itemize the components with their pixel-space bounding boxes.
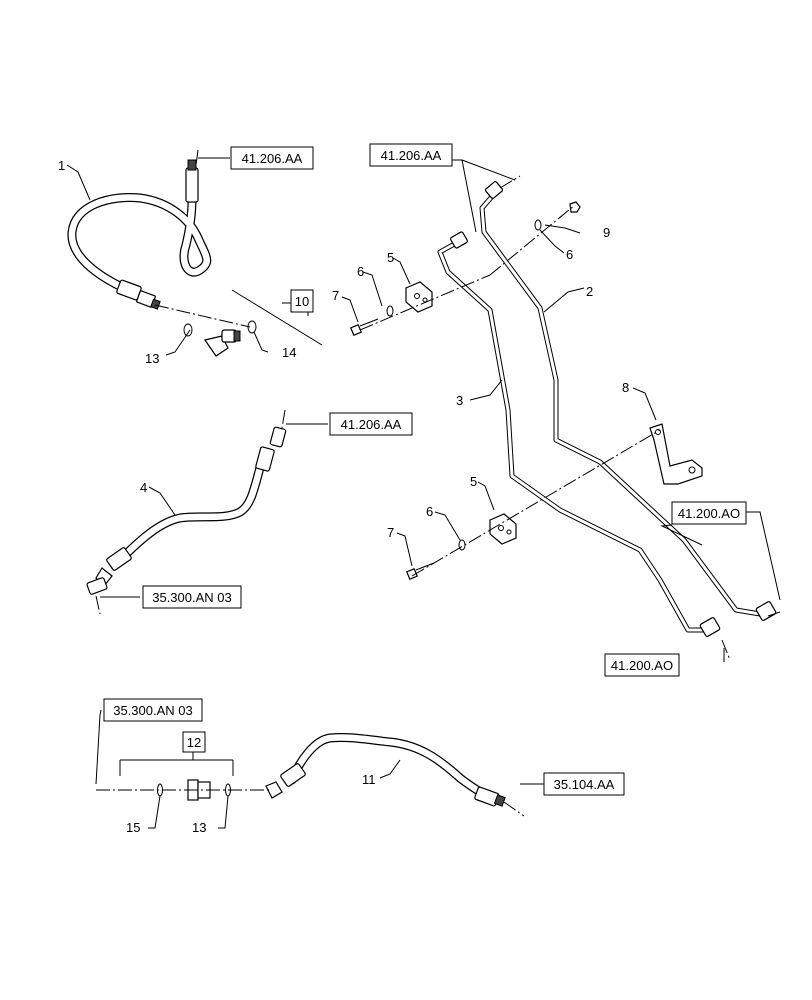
hose-1 [67,159,212,310]
svg-text:10: 10 [295,294,309,309]
callout-9: 9 [603,225,610,240]
callout-14: 14 [282,345,296,360]
callout-5b: 5 [470,474,477,489]
bolt-7-upper [350,318,379,336]
ref-box-1[interactable]: 41.206.AA [230,146,314,170]
washer-6-right [534,219,542,231]
callout-5a: 5 [387,250,394,265]
tube-2 [479,181,777,621]
ref-box-4[interactable]: 35.300.AN 03 [142,585,242,609]
callout-7a: 7 [332,288,339,303]
callout-6c: 6 [426,504,433,519]
callout-15: 15 [126,820,140,835]
callout-13b: 13 [192,820,206,835]
callout-11: 11 [362,772,376,787]
callout-2: 2 [586,284,593,299]
hose-11 [265,733,506,807]
callout-10-box[interactable]: 10 [290,289,314,313]
ref-box-3[interactable]: 41.206.AA [329,412,413,436]
bracket-8 [649,423,703,485]
washer-6-upper [386,305,394,317]
svg-text:35.104.AA: 35.104.AA [554,777,615,792]
svg-text:12: 12 [187,735,201,750]
tube-3 [437,231,721,637]
nut-9 [569,201,581,213]
centerlines [95,149,781,817]
ref-box-7[interactable]: 35.300.AN 03 [103,698,203,722]
callout-labels: 1 2 3 4 5 5 6 6 6 7 7 8 9 11 13 13 14 15 [58,158,629,835]
svg-text:41.200.AO: 41.200.AO [611,658,673,673]
callout-13a: 13 [145,351,159,366]
svg-text:41.206.AA: 41.206.AA [341,417,402,432]
bolt-7-lower [406,562,435,580]
callout-4: 4 [140,480,147,495]
clamp-5-upper [405,281,433,313]
callout-7b: 7 [387,525,394,540]
ref-box-2[interactable]: 41.206.AA [369,143,453,167]
hose-4 [86,426,287,595]
svg-text:35.300.AN 03: 35.300.AN 03 [152,590,232,605]
callout-6a: 6 [357,264,364,279]
callout-8: 8 [622,380,629,395]
clamp-5-lower [489,513,517,545]
ref-box-5[interactable]: 41.200.AO [671,501,747,525]
callout-1: 1 [58,158,65,173]
svg-text:41.206.AA: 41.206.AA [242,151,303,166]
callout-12-box[interactable]: 12 [182,731,206,753]
svg-text:41.206.AA: 41.206.AA [381,148,442,163]
svg-text:41.200.AO: 41.200.AO [678,506,740,521]
callout-3: 3 [456,393,463,408]
ref-box-6[interactable]: 41.200.AO [604,653,680,677]
ref-box-8[interactable]: 35.104.AA [543,772,625,796]
svg-text:35.300.AN 03: 35.300.AN 03 [113,703,193,718]
leaders [66,157,781,829]
washer-6-lower [458,539,466,551]
callout-6b: 6 [566,247,573,262]
